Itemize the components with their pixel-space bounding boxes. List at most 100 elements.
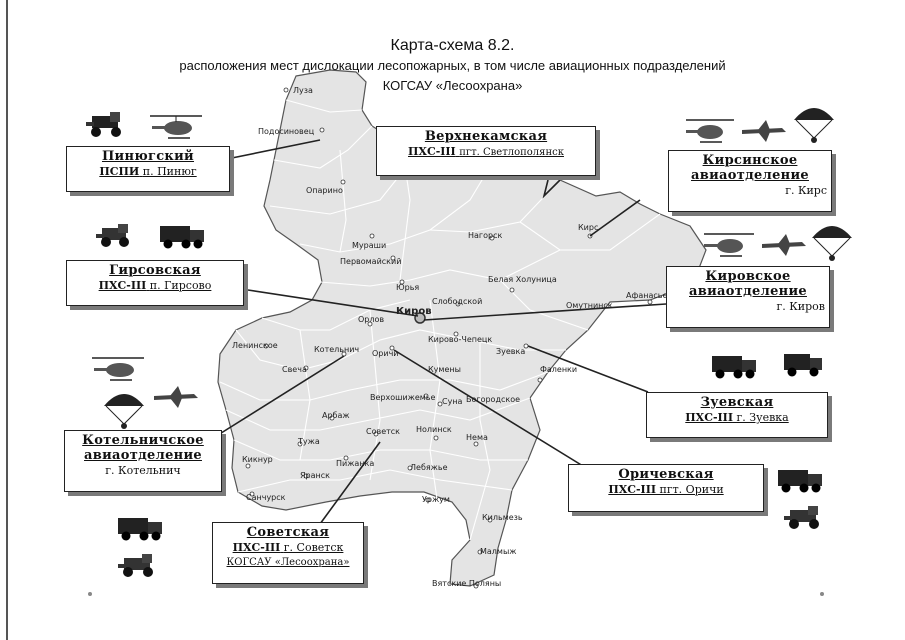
parachute-icon [104, 394, 144, 429]
callout-sovetsk-type: ПХС-III [232, 541, 281, 554]
page-left-rule [6, 0, 8, 640]
city-label-svecha: Свеча [282, 365, 307, 374]
city-dot-orichi [389, 345, 395, 351]
callout-kirov-name2: авиаотделение [689, 284, 807, 299]
leader-lines [209, 139, 667, 525]
city-label-sovetsk: Советск [366, 427, 400, 436]
fire-truck-icon [118, 518, 162, 541]
city-dot-sanchursk [249, 491, 255, 497]
map-title-line1: Карта-схема 8.2. [390, 37, 515, 54]
helicopter-icon [686, 119, 734, 143]
city-label-urzhum: Уржум [422, 495, 450, 504]
city-label-slobodskoy: Слободской [432, 297, 482, 306]
city-dot-belaya-kholunitsa [509, 287, 515, 293]
callout-girsovo-name: Гирсовская [109, 263, 201, 278]
callout-verkhnekamsk: Верхнекамская ПХС-III пгт. Светлополянск [376, 126, 596, 176]
city-label-leninskoe: Ленинское [232, 341, 278, 350]
city-dot-kiknur [245, 463, 251, 469]
parachute-icon [794, 108, 834, 143]
callout-kotelnich: Котельничское авиаотделение г. Котельнич [64, 430, 222, 492]
city-label-oparino: Опарино [306, 186, 343, 195]
city-dot-arbazh [329, 415, 335, 421]
tractor-icon [96, 224, 129, 247]
city-dot-podosinovets [319, 127, 325, 133]
corner-dot-left [88, 592, 92, 596]
city-dot-vyatskie-polyany [473, 583, 479, 589]
callout-verkhnekamsk-place: пгт. Светлополянск [459, 147, 564, 158]
map-title: Карта-схема 8.2. расположения мест дисло… [0, 36, 905, 96]
city-label-falenki: Фаленки [540, 365, 577, 374]
parachute-icon [812, 226, 852, 261]
fire-truck-icon [784, 354, 822, 377]
city-dot-oparino [340, 179, 346, 185]
airplane-icon [762, 234, 806, 256]
tractor-icon [86, 112, 121, 137]
city-dot-nagorsk [489, 235, 495, 241]
city-label-yurya: Юрья [396, 283, 419, 292]
city-dot-yaransk [303, 473, 309, 479]
callout-orichi-type: ПХС-III [608, 483, 656, 496]
city-dot-kirovo-chepetsk [453, 331, 459, 337]
callout-kirs-name2: авиаотделение [691, 168, 809, 183]
city-label-kilmez: Кильмезь [482, 513, 523, 522]
city-label-nolinsk: Нолинск [416, 425, 452, 434]
callout-zuevka-type: ПХС-III [685, 411, 733, 424]
helicopter-icon [92, 357, 144, 381]
city-label-sanchursk: Санчурск [246, 493, 286, 502]
city-label-suna: Суна [442, 397, 463, 406]
city-label-pizhanka: Пижанка [336, 459, 374, 468]
city-label-kotelnich: Котельнич [314, 345, 359, 354]
callout-kirs: Кирсинское авиаотделение г. Кирс [668, 150, 832, 212]
city-dot-kilmez [487, 517, 493, 523]
city-dot-murashi [369, 233, 375, 239]
callout-orichi-name: Оричевская [618, 467, 714, 482]
city-dot-tuzha [297, 441, 303, 447]
city-dot-pizhanka [343, 455, 349, 461]
callout-kotelnich-place: г. Котельнич [105, 464, 181, 477]
city-layer: Луза Подосиновец Опарино Мураши Первомай… [232, 86, 677, 589]
city-label-kirov: Киров [396, 306, 432, 317]
callout-zuevka: Зуевская ПХС-III г. Зуевка [646, 392, 828, 438]
callout-kirs-place: г. Кирс [785, 184, 827, 197]
fire-truck-icon [778, 470, 822, 493]
callout-pinyug-type: ПСПИ [99, 165, 140, 178]
corner-dot-right [820, 592, 824, 596]
airplane-icon [742, 120, 786, 142]
callout-girsovo-place: п. Гирсово [149, 279, 212, 292]
callout-girsovo-type: ПХС-III [98, 279, 147, 292]
callout-kirov-place: г. Киров [776, 300, 825, 313]
city-dot-svecha [303, 365, 309, 371]
callout-kirov-name1: Кировское [705, 269, 791, 284]
city-label-orichi: Оричи [372, 349, 399, 358]
callout-zuevka-name: Зуевская [700, 395, 774, 410]
city-label-kumeny: Кумены [428, 365, 461, 374]
callout-sovetsk: Советская ПХС-III г. Советск КОГСАУ «Лес… [212, 522, 364, 584]
city-label-pervomayskiy: Первомайский [340, 257, 401, 266]
city-label-lebyazhye: Лебяжье [410, 463, 448, 472]
airplane-icon [154, 386, 198, 408]
city-dot-afanasyevo [647, 299, 653, 305]
callout-pinyug: Пинюгский ПСПИ п. Пинюг [66, 146, 230, 192]
city-label-kirs: Кирс [578, 223, 598, 232]
helicopter-icon [150, 115, 202, 139]
city-label-arbazh: Арбаж [322, 411, 350, 420]
city-label-afanasyevo: Афанасьево [626, 291, 677, 300]
callout-zuevka-place: г. Зуевка [736, 411, 789, 424]
fire-truck-icon [160, 226, 204, 249]
map-title-line3: КОГСАУ «Лесоохрана» [382, 78, 523, 93]
city-label-podosinovets: Подосиновец [258, 127, 315, 136]
city-label-belaya-kholunitsa: Белая Холуница [488, 275, 557, 284]
city-label-kiknur: Кикнур [242, 455, 273, 464]
callout-sovetsk-org: КОГСАУ «Лесоохрана» [226, 557, 350, 568]
city-dot-pervomayskiy [390, 255, 396, 261]
city-label-nagorsk: Нагорск [468, 231, 502, 240]
callout-kirs-name1: Кирсинское [702, 153, 798, 168]
callout-sovetsk-name: Советская [246, 525, 330, 540]
callout-pinyug-place: п. Пинюг [142, 165, 197, 178]
city-label-verkhoshizhemye: Верхошижемье [370, 393, 436, 402]
city-dot-luza [283, 87, 289, 93]
city-dot-suna [437, 401, 443, 407]
city-dot-falenki [537, 377, 543, 383]
callout-orichi: Оричевская ПХС-III пгт. Оричи [568, 464, 764, 512]
city-label-murashi: Мураши [352, 241, 386, 250]
